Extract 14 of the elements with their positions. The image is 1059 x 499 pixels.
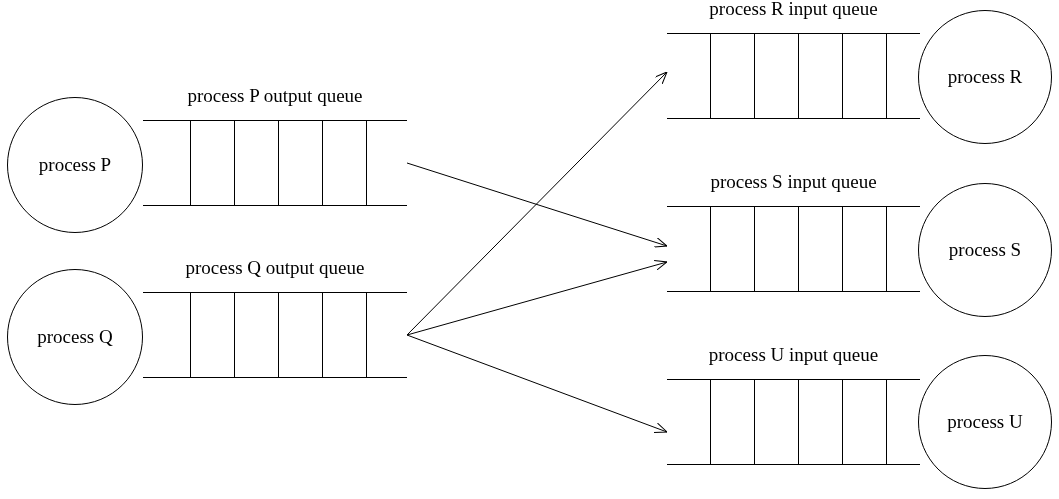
process-circle: process R (918, 10, 1052, 144)
arrow (406, 259, 668, 336)
process-circle: process Q (7, 269, 143, 405)
arrow (406, 334, 668, 433)
process-circle: process P (7, 97, 143, 233)
arrow (406, 162, 668, 248)
queue-label: process R input queue (708, 0, 879, 21)
process-circle: process U (918, 355, 1052, 489)
queue-label: process U input queue (707, 343, 880, 367)
arrow (406, 71, 668, 336)
queue-label: process P output queue (186, 84, 364, 108)
process-circle: process S (918, 183, 1052, 317)
queue-label: process Q output queue (184, 256, 366, 280)
queue-label: process S input queue (709, 170, 878, 194)
